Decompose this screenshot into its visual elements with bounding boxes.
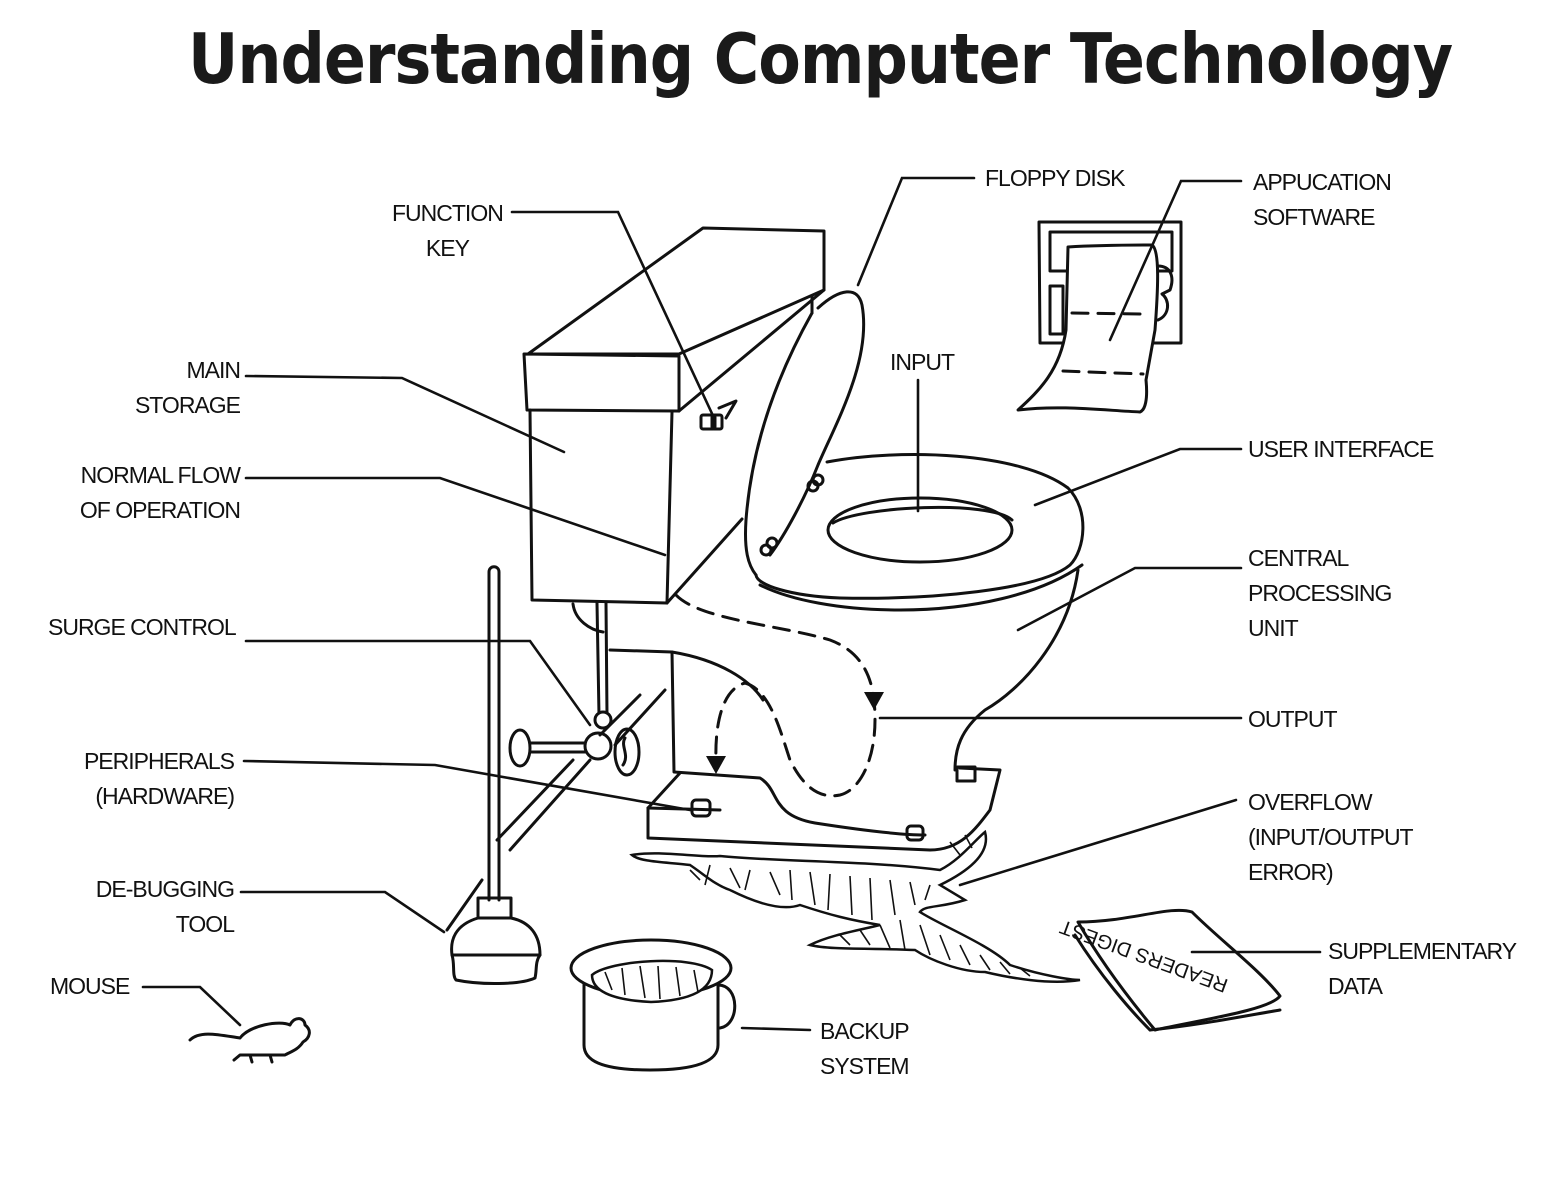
overflow-puddle [629,829,1081,983]
plunger-debugging-tool [445,565,542,985]
label-normal-flow: NORMAL FLOW OF OPERATION [79,462,241,523]
label-application-software: APPUCATION SOFTWARE [1253,169,1392,230]
chamber-pot-backup-system [569,938,737,1072]
leader-application-software [1108,179,1243,342]
label-cpu: CENTRAL PROCESSING UNIT [1248,545,1392,641]
leader-lines [141,176,1322,1032]
leader-user-interface [1033,447,1243,507]
leader-main-storage [244,374,566,454]
leader-backup-system [740,1026,812,1032]
toilet-seat-lid [744,290,866,577]
diagram-title: Understanding Computer Technology [188,18,1453,100]
magazine-supplementary-data: READERS DIGEST [1057,908,1282,1032]
leader-debugging-tool [239,890,446,934]
leader-cpu [1016,566,1243,632]
flow-arrows [674,593,884,798]
toilet-tank [522,226,826,605]
leader-overflow [958,798,1238,887]
supply-valve [495,601,667,852]
toilet-bowl [608,453,1085,852]
label-user-interface: USER INTERFACE [1248,436,1434,462]
label-floppy-disk: FLOPPY DISK [985,165,1125,191]
label-function-key: FUNCTION KEY [392,200,504,261]
label-input: INPUT [890,349,955,375]
flush-handle [699,399,738,431]
mouse-animal [188,1017,311,1064]
leader-floppy-disk [856,176,976,287]
leader-surge-control [244,639,592,727]
leader-mouse [141,985,242,1027]
label-debugging-tool: DE-BUGGING TOOL [95,876,235,937]
label-main-storage: MAIN STORAGE [134,357,241,418]
label-peripherals: PERIPHERALS (HARDWARE) [83,748,235,809]
toilet-paper-holder [1016,220,1183,414]
label-supplementary-data: SUPPLEMENTARY DATA [1328,938,1517,999]
leader-function-key [510,210,717,422]
label-backup-system: BACKUP SYSTEM [820,1018,910,1079]
label-output: OUTPUT [1248,706,1338,732]
label-surge-control: SURGE CONTROL [48,614,237,640]
leader-peripherals [242,759,692,812]
label-overflow: OVERFLOW (INPUT/OUTPUT ERROR) [1248,789,1414,885]
label-mouse: MOUSE [50,973,130,999]
leader-normal-flow [244,476,667,557]
